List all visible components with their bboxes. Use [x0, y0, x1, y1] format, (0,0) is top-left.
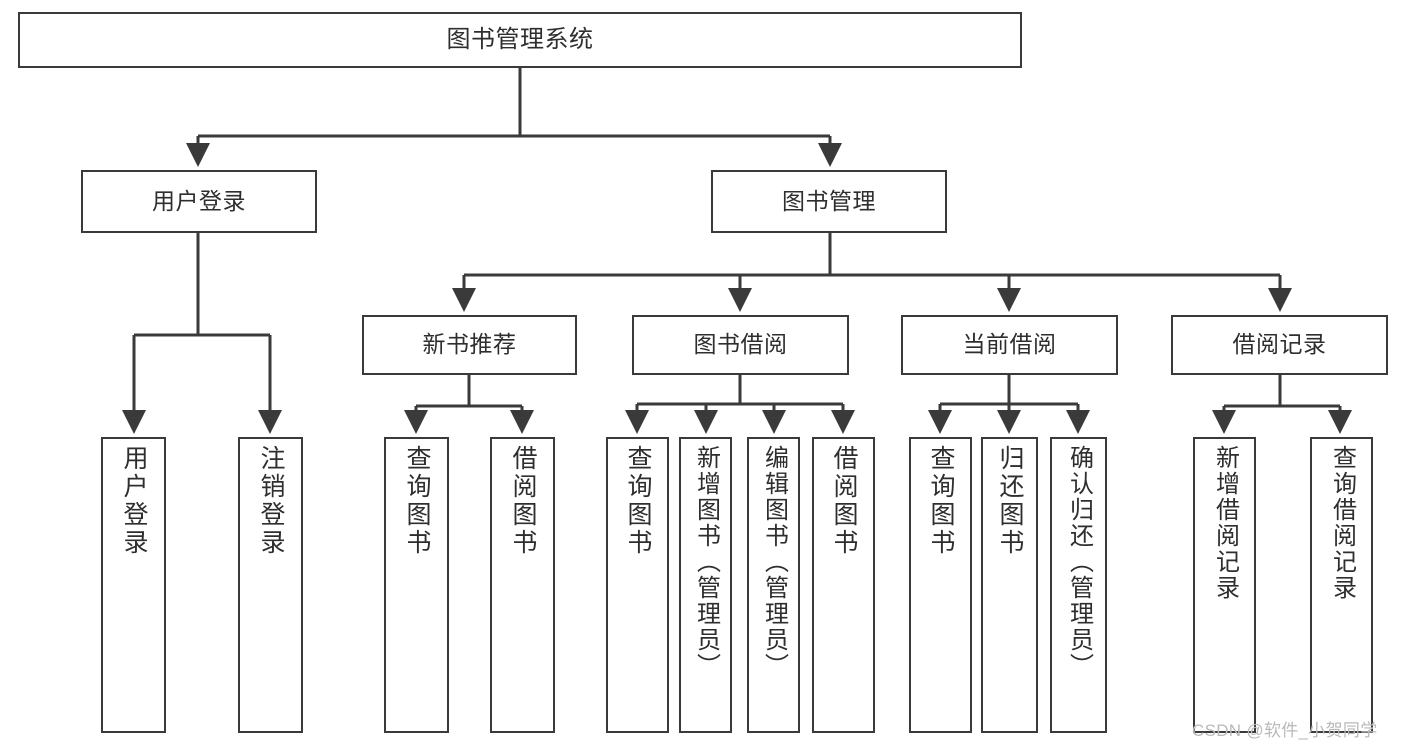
node-label: 用户登录 [120, 445, 148, 557]
node-leaf-add-book-admin[interactable]: 新增图书（管理员） [679, 437, 732, 733]
node-new-book-recommend[interactable]: 新书推荐 [362, 315, 577, 375]
node-label: 新增借阅记录 [1211, 445, 1239, 601]
node-label: 新书推荐 [422, 331, 517, 358]
node-label: 查询图书 [624, 445, 652, 557]
node-leaf-user-login[interactable]: 用户登录 [101, 437, 166, 733]
node-leaf-add-borrow-record[interactable]: 新增借阅记录 [1193, 437, 1256, 733]
node-leaf-borrow-book[interactable]: 借阅图书 [812, 437, 875, 733]
node-leaf-query-borrow-record[interactable]: 查询借阅记录 [1310, 437, 1373, 733]
node-label: 查询图书 [927, 445, 955, 557]
node-label: 编辑图书（管理员） [760, 445, 788, 679]
node-borrow-record[interactable]: 借阅记录 [1171, 315, 1388, 375]
node-user-login[interactable]: 用户登录 [81, 170, 317, 233]
node-label: 图书借阅 [693, 331, 788, 358]
node-label: 借阅图书 [509, 445, 537, 557]
node-label: 当前借阅 [962, 331, 1057, 358]
node-label: 查询借阅记录 [1328, 445, 1356, 601]
node-leaf-borrow-book-recommend[interactable]: 借阅图书 [490, 437, 555, 733]
node-root-book-management-system[interactable]: 图书管理系统 [18, 12, 1022, 68]
node-label: 用户登录 [152, 187, 246, 214]
node-label: 借阅图书 [830, 445, 858, 557]
node-label: 注销登录 [257, 445, 285, 557]
node-label: 图书管理系统 [446, 25, 594, 53]
node-leaf-confirm-return-admin[interactable]: 确认归还（管理员） [1050, 437, 1107, 733]
node-book-borrow[interactable]: 图书借阅 [632, 315, 849, 375]
node-leaf-edit-book-admin[interactable]: 编辑图书（管理员） [747, 437, 800, 733]
node-label: 归还图书 [996, 445, 1024, 557]
node-label: 新增图书（管理员） [692, 445, 720, 679]
node-leaf-query-book-current[interactable]: 查询图书 [909, 437, 972, 733]
node-label: 确认归还（管理员） [1065, 445, 1093, 679]
csdn-watermark: CSDN @软件_小贺同学 [1192, 721, 1378, 740]
node-leaf-query-book-borrow[interactable]: 查询图书 [606, 437, 669, 733]
node-label: 图书管理 [782, 187, 876, 214]
node-book-management[interactable]: 图书管理 [711, 170, 947, 233]
node-leaf-return-book[interactable]: 归还图书 [981, 437, 1038, 733]
node-current-borrow[interactable]: 当前借阅 [901, 315, 1118, 375]
node-leaf-query-book-recommend[interactable]: 查询图书 [384, 437, 449, 733]
node-leaf-logout[interactable]: 注销登录 [238, 437, 303, 733]
node-label: 借阅记录 [1232, 331, 1327, 358]
node-label: 查询图书 [403, 445, 431, 557]
